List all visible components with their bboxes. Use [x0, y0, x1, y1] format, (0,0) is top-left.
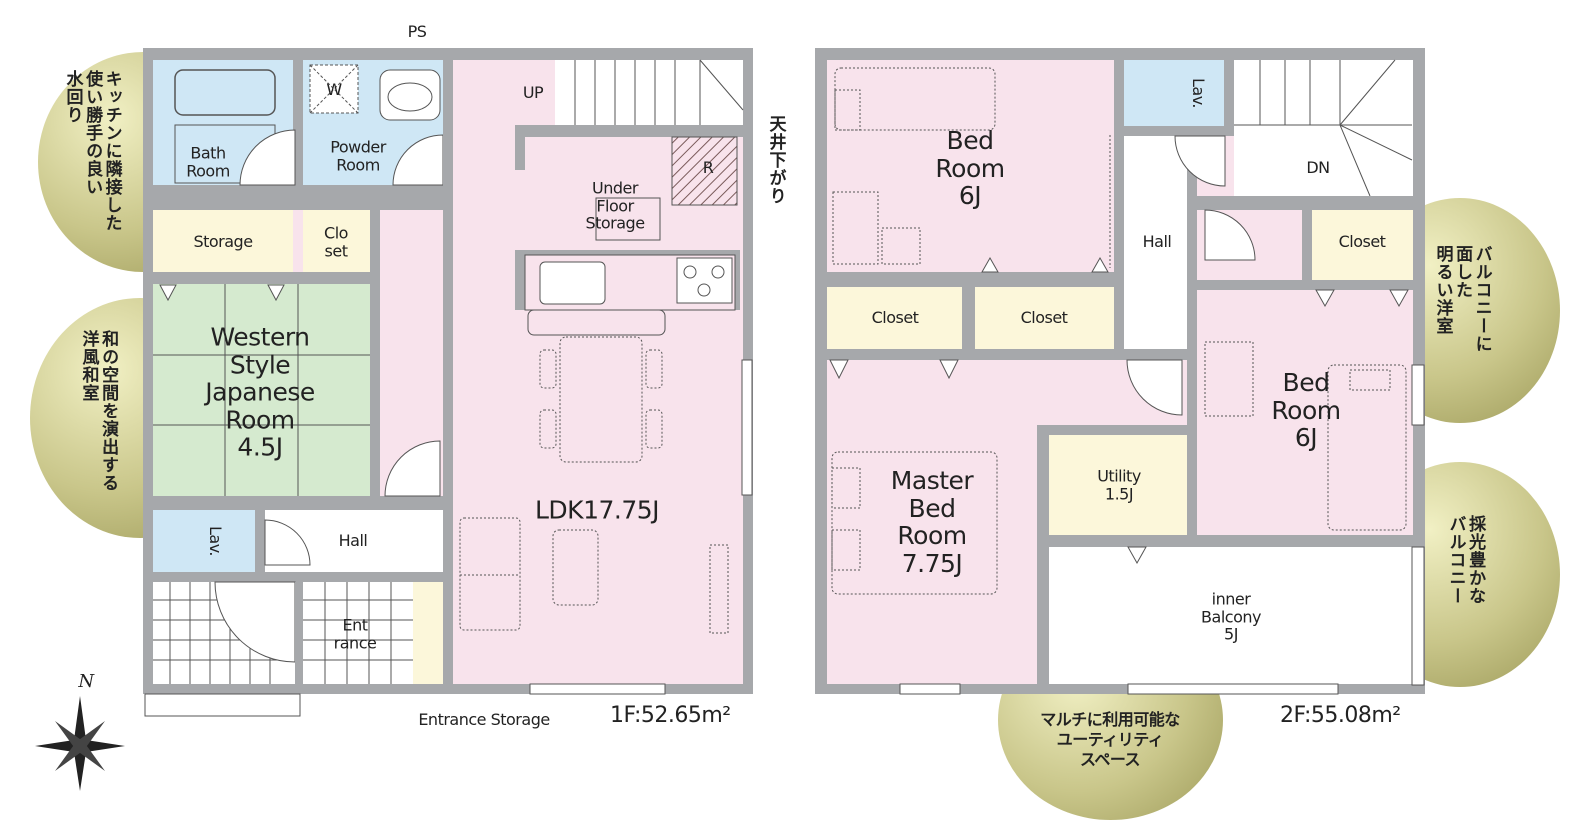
toilet-2f	[1124, 60, 1224, 126]
up-label: UP	[522, 83, 544, 103]
toilet-1f	[153, 510, 255, 572]
ceiling-note: 天井下がり	[765, 115, 786, 205]
callout-utility: マルチに利用可能な ユーティリティ スペース	[1040, 710, 1180, 769]
entrance-label: Ent rance	[333, 615, 377, 652]
refrigerator	[671, 136, 738, 206]
hall-1f-label: Hall	[338, 531, 368, 551]
callout-balcony: 採光豊かな バルコニー	[1445, 515, 1486, 605]
storage-label: Storage	[193, 232, 253, 252]
storage-room	[153, 210, 293, 272]
entrance-storage	[413, 582, 443, 684]
floor1-area: 1F:52.65m²	[610, 703, 731, 728]
closet-2f-a	[827, 287, 962, 349]
ldk-label: LDK17.75J	[534, 495, 660, 525]
bedroom-right-label: Bed Room 6J	[1271, 367, 1341, 452]
ps-label: PS	[407, 22, 427, 42]
refrigerator-label: R	[702, 158, 714, 178]
compass-north-label: N	[78, 671, 94, 693]
callout-kitchen: キッチンに隣接した 使い勝手の良い 水回り	[62, 70, 122, 232]
floor2-area: 2F:55.08m²	[1280, 703, 1401, 728]
under-floor-storage	[595, 197, 661, 241]
floor1-plan	[143, 48, 753, 717]
bath-room-label: Bath Room	[186, 143, 230, 180]
hall-2f-label: Hall	[1142, 232, 1172, 252]
closet-2f-b	[975, 287, 1114, 349]
callout-japanese: 和の空間を演出する 洋風和室	[78, 330, 119, 492]
japanese-room	[153, 284, 370, 496]
hall-2f	[1124, 136, 1187, 351]
japanese-room-label: Western Style Japanese Room 4.5J	[205, 322, 315, 462]
entrance-storage-label: Entrance Storage	[418, 710, 550, 730]
callout-bedroom: バルコニーに 面した 明るい洋室	[1432, 245, 1492, 353]
closet-a-label: Closet	[871, 308, 919, 328]
closet-1f	[303, 210, 370, 272]
floor2-plan	[815, 48, 1425, 695]
stairs-1f	[555, 60, 743, 125]
washer-label: W	[326, 80, 342, 100]
bedroom-left-label: Bed Room 6J	[935, 125, 1005, 210]
utility-label: Utility 1.5J	[1097, 466, 1141, 503]
master-bedroom-label: Master Bed Room 7.75J	[890, 466, 974, 578]
lav-2f-label: Lav.	[1188, 77, 1208, 109]
bedroom-left	[827, 60, 1114, 272]
entrance	[303, 582, 413, 684]
inner-balcony	[1049, 547, 1413, 684]
under-floor-storage-label: Under Floor Storage	[585, 178, 645, 233]
lav-1f-label: Lav.	[205, 525, 225, 557]
closet-b-label: Closet	[1020, 308, 1068, 328]
closet-2f-c	[1312, 210, 1413, 280]
powder-room-label: Powder Room	[330, 137, 386, 174]
bathtub	[174, 69, 276, 116]
compass-icon	[35, 696, 125, 791]
utility-room	[1049, 435, 1187, 535]
stairs-2f	[1234, 60, 1413, 196]
dining-table	[559, 336, 643, 463]
dn-label: DN	[1306, 158, 1330, 178]
closet-c-label: Closet	[1338, 232, 1386, 252]
closet-label: Clo set	[324, 223, 348, 260]
inner-balcony-label: inner Balcony 5J	[1201, 589, 1261, 644]
